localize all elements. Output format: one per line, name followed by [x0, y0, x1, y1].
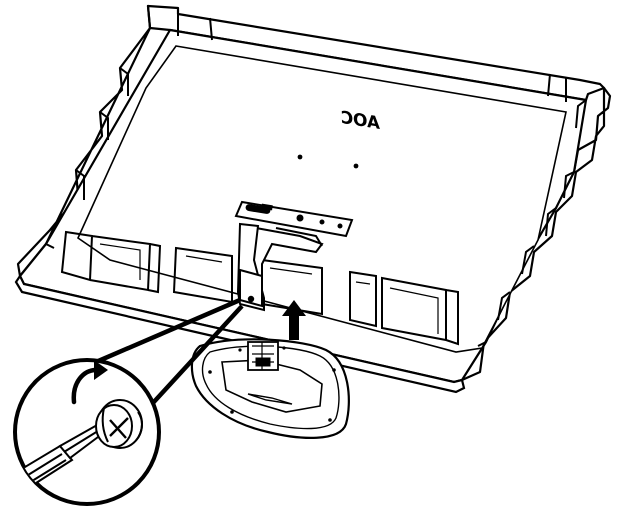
monitor-back-panel — [14, 14, 587, 394]
up-arrow-icon — [282, 300, 306, 340]
stand-neck — [236, 222, 324, 312]
foam-right-steps — [477, 99, 587, 347]
stand-base — [190, 338, 350, 439]
magnifier-detail — [13, 358, 161, 506]
stand-base-slot — [247, 393, 293, 405]
foam-compartment-inner-lines — [99, 243, 439, 334]
magnifier-callout-lines — [95, 297, 244, 406]
clockwise-arrow-icon — [71, 360, 108, 405]
foam-top-notches — [177, 14, 567, 102]
thumb-screw-icon — [95, 399, 143, 449]
foam-frame-front-face — [14, 273, 466, 394]
stand-base-inner-rim — [201, 345, 340, 430]
monitor-back-surface — [76, 45, 567, 353]
foam-left-steps — [45, 67, 129, 249]
stand-hinge-bracket — [234, 200, 354, 238]
stand-base-holes — [208, 346, 336, 422]
